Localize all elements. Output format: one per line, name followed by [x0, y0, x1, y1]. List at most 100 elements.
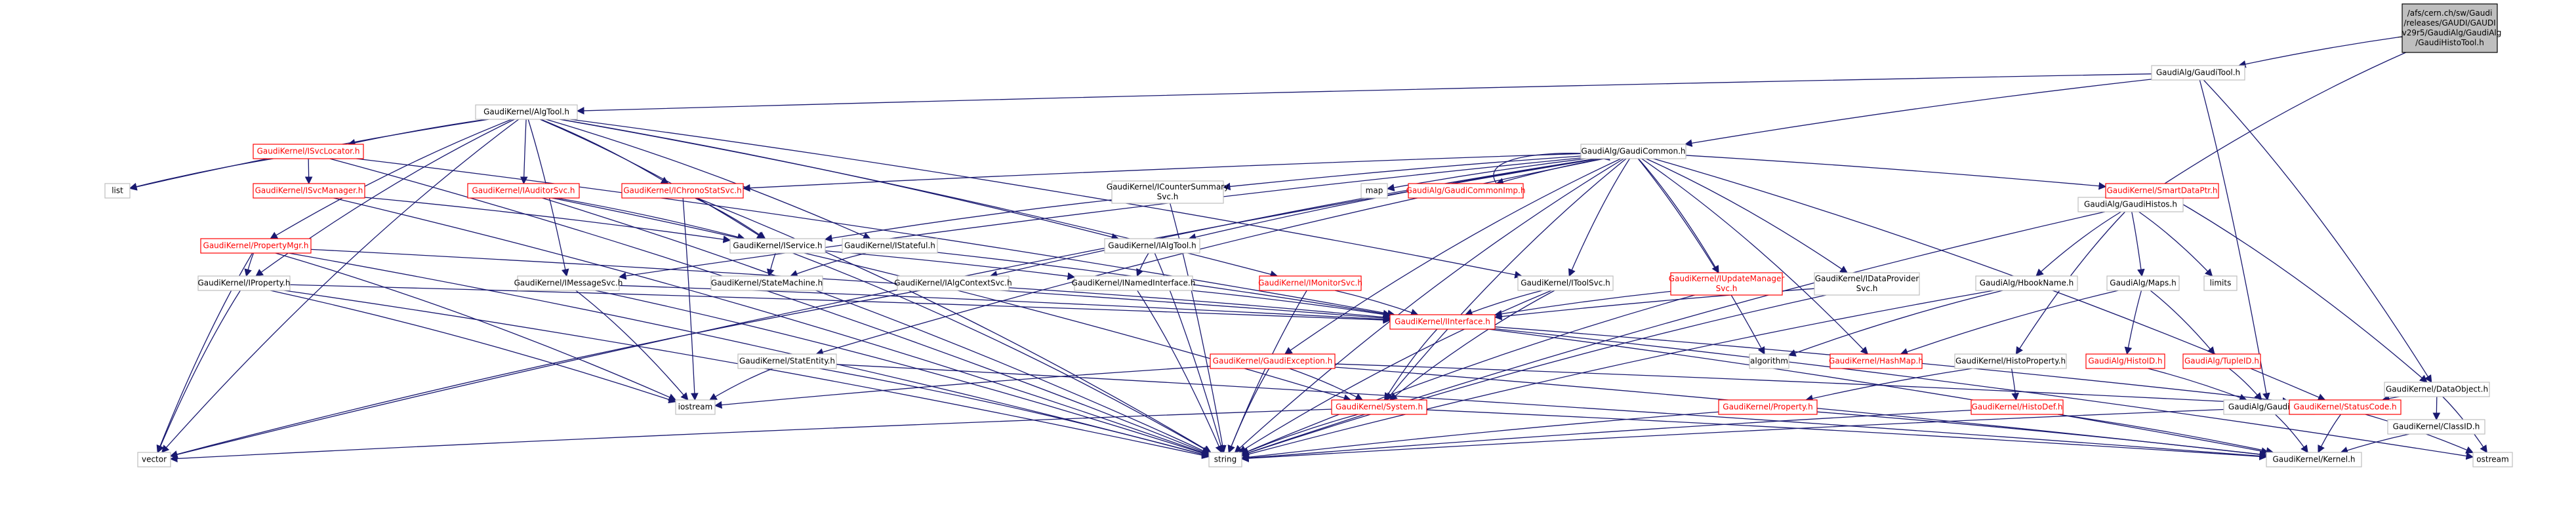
node-hbookname[interactable]: GaudiAlg/HbookName.h: [1975, 275, 2078, 291]
node-tupleid[interactable]: GaudiAlg/TupleID.h: [2182, 353, 2261, 369]
node-limits[interactable]: limits: [2203, 275, 2238, 291]
edge-svcloc-to-list: [129, 158, 274, 191]
node-kernel[interactable]: GaudiKernel/Kernel.h: [2266, 452, 2362, 467]
edge-gcommon-to-iupdate: [1638, 158, 1719, 274]
node-statemachine-label: GaudiKernel/StateMachine.h: [711, 279, 823, 288]
node-list[interactable]: list: [104, 183, 131, 199]
edge-ghistos-to-hbookname: [2035, 211, 2121, 277]
edge-classid-to-kernel: [2340, 433, 2410, 454]
node-histoprop-label: GaudiKernel/HistoProperty.h: [1955, 357, 2066, 366]
node-ostream-box: [2472, 452, 2513, 467]
node-ialgtool[interactable]: GaudiKernel/IAlgTool.h: [1104, 238, 1200, 254]
node-histodef[interactable]: GaudiKernel/HistoDef.h: [1971, 399, 2064, 415]
edge-property-to-vector: [157, 290, 241, 454]
node-root-label: /GaudiHistoTool.h: [2415, 38, 2484, 47]
node-maps[interactable]: GaudiAlg/Maps.h: [2106, 275, 2180, 291]
edge-maps-to-tupleid: [2150, 290, 2215, 355]
node-iauditor[interactable]: GaudiKernel/IAuditorSvc.h: [467, 183, 580, 199]
edge-itoolsvc-to-interface: [1464, 290, 1543, 316]
node-gcommonimp[interactable]: GaudiAlg/GaudiCommonImp.h: [1406, 183, 1526, 199]
edge-gcommon-to-statentity: [815, 158, 1605, 356]
node-iservice-box: [729, 238, 826, 254]
node-iservice[interactable]: GaudiKernel/IService.h: [729, 238, 826, 254]
edge-algtool-to-iauditor: [520, 119, 528, 185]
node-imonitor[interactable]: GaudiKernel/IMonitorSvc.h: [1258, 275, 1362, 291]
node-statentity[interactable]: GaudiKernel/StatEntity.h: [737, 353, 837, 369]
edge-layer: [129, 36, 2487, 463]
node-idataprov-label: Svc.h: [1856, 284, 1878, 293]
node-classid[interactable]: GaudiKernel/ClassID.h: [2387, 419, 2485, 435]
edge-maps-to-hashmap: [1900, 290, 2119, 356]
edge-algtool-to-ialgtool: [560, 119, 1120, 241]
node-hashmap[interactable]: GaudiKernel/HashMap.h: [1829, 353, 1923, 369]
edge-ichrono-to-iservice: [695, 197, 766, 239]
edge-propmgr-to-vector: [156, 252, 253, 454]
node-iauditor-label: GaudiKernel/IAuditorSvc.h: [472, 186, 575, 195]
node-algorithm[interactable]: algorithm: [1749, 353, 1789, 369]
edge-ialgctx-to-vector: [169, 290, 921, 458]
node-gtool[interactable]: GaudiAlg/GaudiTool.h: [2151, 65, 2245, 81]
node-istateful[interactable]: GaudiKernel/IStateful.h: [842, 238, 938, 254]
edge-maps-to-histoid: [2124, 290, 2142, 355]
node-itoolsvc[interactable]: GaudiKernel/IToolSvc.h: [1517, 275, 1614, 291]
node-histoid[interactable]: GaudiAlg/HistoID.h: [2085, 353, 2165, 369]
edge-system-to-string: [1240, 414, 1359, 455]
node-gexception[interactable]: GaudiKernel/GaudiException.h: [1210, 353, 1336, 369]
node-property-box: [197, 275, 291, 291]
node-propmgr[interactable]: GaudiKernel/PropertyMgr.h: [200, 238, 312, 254]
node-limits-label: limits: [2210, 279, 2232, 288]
node-dataobj[interactable]: GaudiKernel/DataObject.h: [2384, 382, 2490, 397]
node-ichrono[interactable]: GaudiKernel/IChronoStatSvc.h: [621, 183, 744, 199]
edge-tupleid-to-galg: [2228, 368, 2262, 401]
node-ostream[interactable]: ostream: [2472, 452, 2513, 467]
node-ialgctx-box: [897, 275, 1010, 291]
edge-gcommon-to-gexception: [1284, 158, 1622, 355]
node-root-label: /afs/cern.ch/sw/Gaudi: [2407, 9, 2493, 18]
edge-gcommon-to-algorithm: [1637, 158, 1765, 355]
node-string[interactable]: string: [1208, 452, 1242, 467]
node-interface-box: [1389, 314, 1496, 330]
node-gcommon[interactable]: GaudiAlg/GaudiCommon.h: [1580, 144, 1687, 159]
edge-gcommon-to-smartdp: [1685, 155, 2107, 190]
edge-interface-to-system: [1384, 328, 1438, 401]
node-iostream[interactable]: iostream: [675, 399, 716, 415]
node-algtool[interactable]: GaudiKernel/AlgTool.h: [475, 104, 578, 120]
node-svcloc[interactable]: GaudiKernel/ISvcLocator.h: [253, 144, 364, 159]
node-ialgtool-box: [1104, 238, 1200, 254]
node-tupleid-label: GaudiAlg/TupleID.h: [2184, 357, 2259, 366]
node-istateful-label: GaudiKernel/IStateful.h: [844, 241, 935, 250]
node-svcloc-box: [253, 144, 364, 159]
node-statemachine[interactable]: GaudiKernel/StateMachine.h: [710, 275, 823, 291]
node-system[interactable]: GaudiKernel/System.h: [1331, 399, 1427, 415]
node-ghistos-label: GaudiAlg/GaudiHistos.h: [2084, 200, 2177, 209]
node-property[interactable]: GaudiKernel/IProperty.h: [197, 275, 291, 291]
node-list-label: list: [112, 186, 123, 195]
node-imsg[interactable]: GaudiKernel/IMessageSvc.h: [514, 275, 623, 291]
node-ialgctx[interactable]: GaudiKernel/IAlgContextSvc.h: [894, 275, 1012, 291]
edge-gcommon-to-hashmap: [1641, 158, 1869, 355]
node-hbookname-label: GaudiAlg/HbookName.h: [1980, 279, 2074, 288]
node-isvcmgr[interactable]: GaudiKernel/ISvcManager.h: [253, 183, 365, 199]
edge-inamed-to-interface: [1191, 290, 1391, 319]
node-maps-box: [2106, 275, 2180, 291]
node-histoprop[interactable]: GaudiKernel/HistoProperty.h: [1954, 353, 2067, 369]
node-kprop[interactable]: GaudiKernel/Property.h: [1718, 399, 1818, 415]
node-map[interactable]: map: [1360, 183, 1388, 199]
node-property-label: GaudiKernel/IProperty.h: [198, 279, 291, 288]
node-vector-box: [137, 452, 171, 467]
node-smartdp[interactable]: GaudiKernel/SmartDataPtr.h: [2105, 183, 2219, 199]
edge-propmgr-to-iostream: [275, 252, 677, 401]
node-vector[interactable]: vector: [137, 452, 171, 467]
edge-ialgctx-to-interface: [1008, 287, 1391, 321]
node-root: /afs/cern.ch/sw/Gaudi/releases/GAUDI/GAU…: [2398, 3, 2501, 53]
node-statuscode[interactable]: GaudiKernel/StatusCode.h: [2289, 399, 2402, 415]
edge-iupdate-to-interface: [1494, 290, 1671, 318]
node-ghistos[interactable]: GaudiAlg/GaudiHistos.h: [2077, 197, 2184, 212]
node-iupdate-label: Svc.h: [1716, 284, 1738, 293]
node-inamed[interactable]: GaudiKernel/INamedInterface.h: [1072, 275, 1196, 291]
edge-ichrono-to-iostream: [682, 197, 699, 401]
node-interface[interactable]: GaudiKernel/IInterface.h: [1389, 314, 1496, 330]
